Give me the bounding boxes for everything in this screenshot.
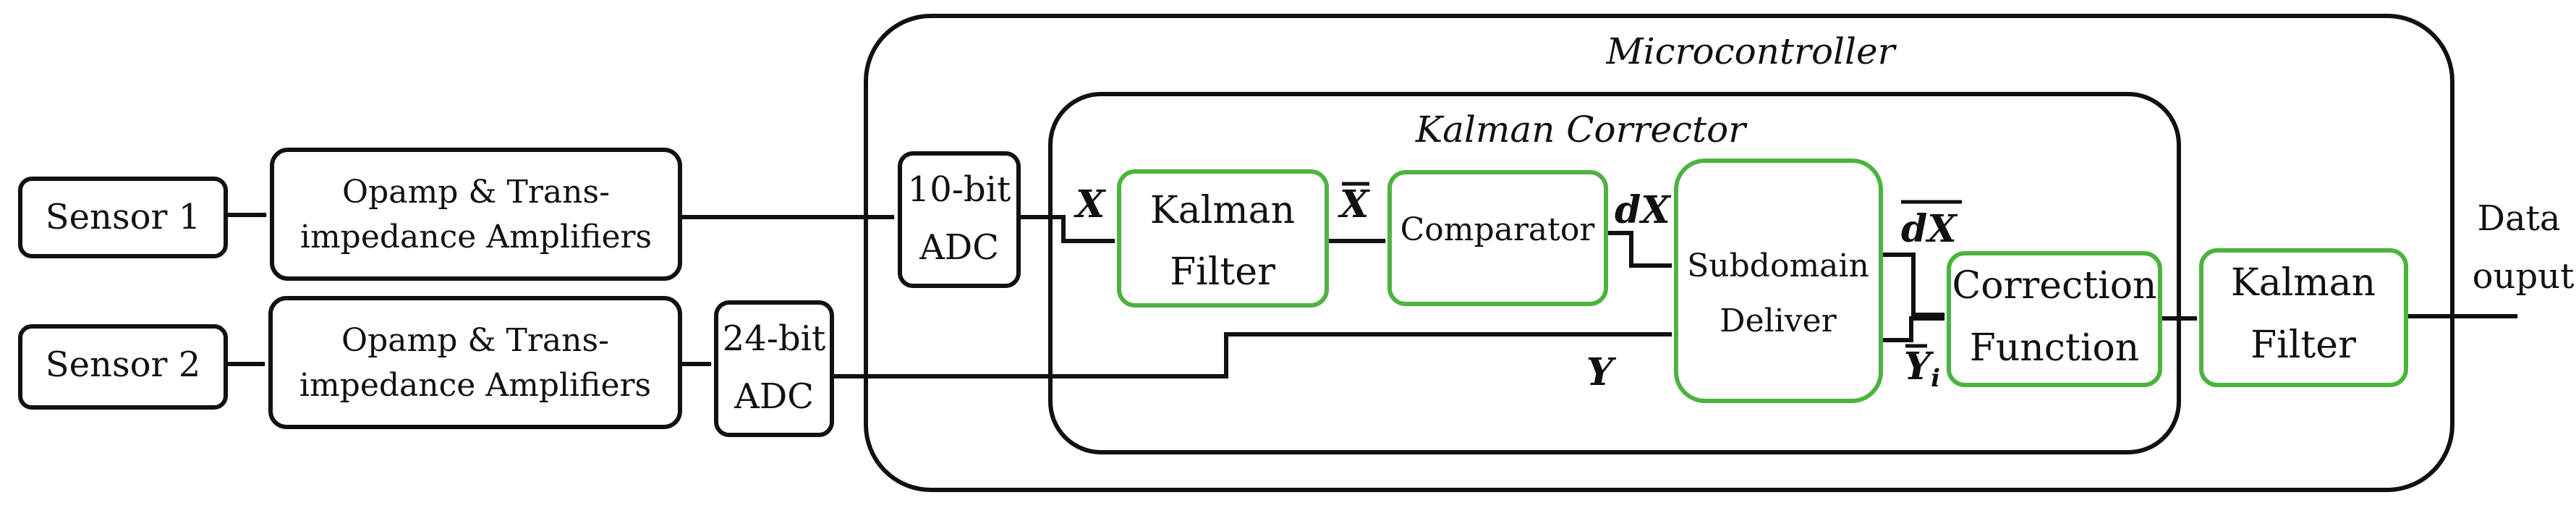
kalman-filter-1-block: Kalman Filter (1117, 169, 1329, 308)
kalman-filter-2-block: Kalman Filter (2199, 248, 2408, 387)
signal-labels: X X dX dX Y Yi (1074, 182, 1962, 394)
kalman-corrector-label: Kalman Corrector (1415, 109, 1748, 151)
signal-x-bar-label: X (1338, 182, 1371, 227)
data-output-line-2: ouput (2473, 256, 2575, 297)
kalman-filter-2-line-1: Kalman (2231, 261, 2376, 305)
amplifier-1-line-1: Opamp & Trans- (342, 174, 610, 211)
kalman-corrector-container: Kalman Corrector (1048, 92, 2181, 454)
sensor-2-block: Sensor 2 (18, 324, 228, 410)
adc-10-bit-line-1: 10-bit (908, 169, 1011, 210)
amplifier-2-block: Opamp & Trans- impedance Amplifiers (268, 296, 682, 429)
amplifier-1-block: Opamp & Trans- impedance Amplifiers (270, 148, 682, 281)
wire-adc10-kalman1 (1019, 215, 1115, 243)
subdomain-deliver-line-1: Subdomain (1687, 247, 1869, 284)
signal-dx-label: dX (1615, 188, 1672, 232)
signal-y-bar-label: Yi (1904, 344, 1940, 393)
wire-subdomain-correction-y (1881, 316, 1944, 342)
adc-24-bit-block: 24-bit ADC (714, 300, 834, 437)
sensor-2-label: Sensor 2 (46, 344, 200, 385)
microcontroller-container: Microcontroller (864, 14, 2454, 492)
wire-subdomain-correction-dx (1881, 253, 1944, 317)
adc-24-bit-line-2: ADC (734, 376, 814, 417)
sensor-1-label: Sensor 1 (46, 197, 200, 237)
signal-y-label: Y (1586, 350, 1617, 394)
adc-24-bit-line-1: 24-bit (723, 318, 826, 359)
adc-10-bit-line-2: ADC (919, 227, 999, 268)
signal-x-label: X (1074, 182, 1107, 227)
amplifier-2-line-1: Opamp & Trans- (341, 322, 609, 359)
subdomain-deliver-line-2: Deliver (1720, 302, 1837, 339)
connections (226, 213, 2517, 378)
adc-10-bit-block: 10-bit ADC (898, 151, 1021, 288)
subdomain-deliver-block: Subdomain Deliver (1674, 158, 1883, 403)
data-output-label: Data ouput (2473, 198, 2575, 297)
amplifier-1-line-2: impedance Amplifiers (300, 219, 652, 255)
correction-function-block: Correction Function (1947, 251, 2162, 387)
signal-dx-bar-label: dX (1901, 207, 1958, 251)
correction-function-line-2: Function (1970, 326, 2140, 370)
kalman-filter-1-line-1: Kalman (1150, 189, 1295, 232)
comparator-block: Comparator (1387, 170, 1608, 306)
kalman-filter-1-line-2: Filter (1170, 250, 1275, 294)
sensor-1-block: Sensor 1 (18, 177, 228, 258)
comparator-label: Comparator (1400, 211, 1596, 248)
wire-adc24-subdomain (832, 332, 1672, 378)
correction-function-line-1: Correction (1952, 264, 2156, 308)
kalman-filter-2-line-2: Filter (2250, 323, 2356, 367)
amplifier-2-line-2: impedance Amplifiers (299, 367, 651, 404)
microcontroller-label: Microcontroller (1605, 30, 1897, 72)
data-output-line-1: Data (2477, 198, 2560, 239)
wire-comparator-subdomain (1606, 231, 1672, 268)
